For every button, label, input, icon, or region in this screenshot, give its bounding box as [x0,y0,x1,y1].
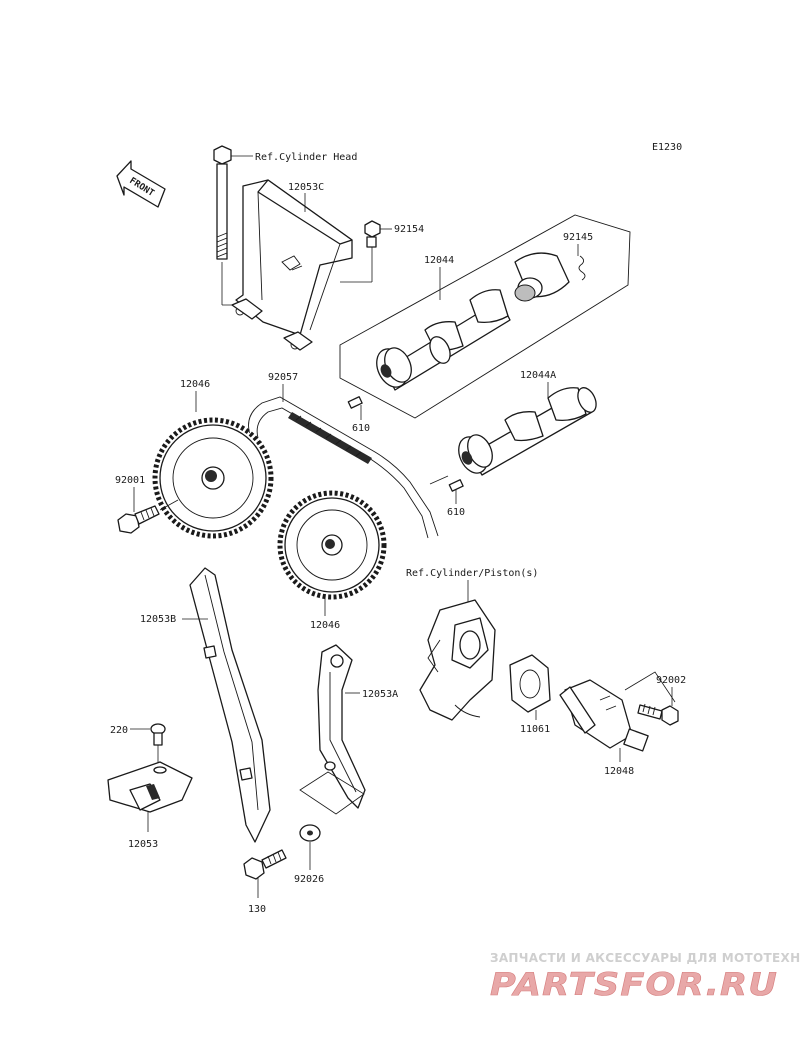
label-92002: 92002 [656,675,686,686]
watermark-logo: PARTSFOR.RU [490,967,778,1003]
screw-220 [150,723,166,746]
label-11061: 11061 [520,724,550,735]
bolt-92001 [117,505,160,534]
label-12046-lower: 12046 [310,620,340,631]
bolt-130 [243,849,287,880]
label-12053B: 12053B [140,614,176,625]
ref-cylinder-head-label: Ref.Cylinder Head [255,152,357,163]
camshaft-12044A [458,387,597,476]
camshaft-group-outline [339,214,631,419]
label-12053A: 12053A [362,689,398,700]
dowel-pin-upper [347,396,363,409]
label-12053C: 12053C [288,182,324,193]
dowel-pin-lower [448,479,464,492]
front-arrow-icon: FRONT [116,160,166,208]
camshaft-12044 [376,289,511,391]
label-12046-upper: 12046 [180,379,210,390]
cylinder-head-section [419,599,496,721]
watermark-tagline: ЗАПЧАСТИ И АКСЕССУАРЫ ДЛЯ МОТОТЕХНИКИ [490,951,800,965]
sprocket-12046-lower [277,490,387,600]
gasket-11061 [509,654,551,713]
label-92026: 92026 [294,874,324,885]
decompressor-92145 [514,252,586,302]
label-92145: 92145 [563,232,593,243]
bolt-92002 [637,703,679,726]
tensioner-12048 [559,671,676,752]
chain-guide-12053B [189,567,271,843]
label-92057: 92057 [268,372,298,383]
ref-cylinder-piston-label: Ref.Cylinder/Piston(s) [406,568,538,579]
label-610-lower: 610 [447,507,465,518]
chain-guide-12053C [231,179,353,351]
label-12053: 12053 [128,839,158,850]
sprocket-12046-upper [152,417,274,539]
label-12044A: 12044A [520,370,556,381]
label-130: 130 [248,904,266,915]
label-220: 220 [110,725,128,736]
label-610-upper: 610 [352,423,370,434]
label-12044: 12044 [424,255,454,266]
chain-guide-12053A [317,644,366,809]
bolt-92154 [364,220,381,248]
guide-12053 [107,761,193,813]
cam-chain-92057 [248,396,449,539]
label-92154: 92154 [394,224,424,235]
diagram-code: E1230 [652,142,682,153]
label-12048: 12048 [604,766,634,777]
washer-92026 [299,824,321,842]
cylinder-head-bolt [213,145,253,260]
label-92001: 92001 [115,475,145,486]
